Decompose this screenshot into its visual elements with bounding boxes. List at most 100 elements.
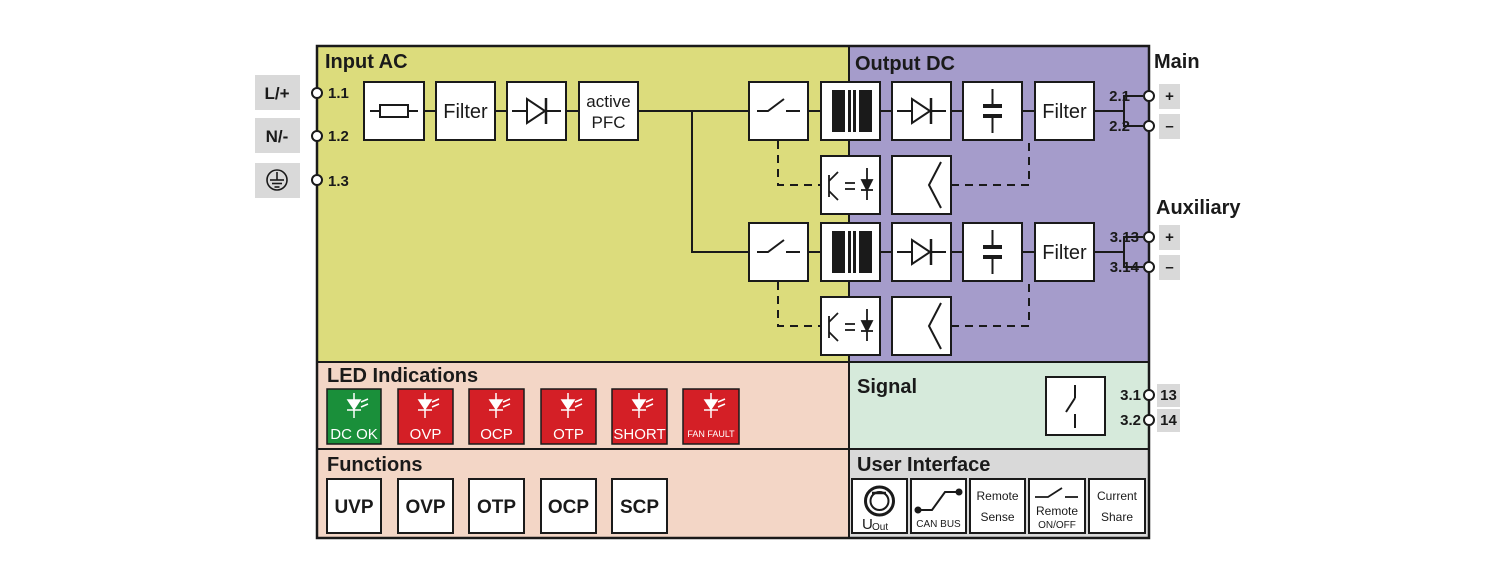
led-otp-label: OTP [553, 426, 584, 443]
terminal-1-2 [311, 130, 323, 142]
tag-main-plus [1159, 84, 1180, 109]
tag-l-plus [255, 75, 300, 110]
main-controller-block [891, 155, 952, 215]
pin-3-2: 3.2 [1120, 412, 1141, 429]
pin-1-1: 1.1 [328, 85, 349, 102]
pin-3-14: 3.14 [1110, 259, 1140, 276]
ui-current-share-line1: Current [1097, 489, 1138, 503]
aux-output-filter-label: Filter [1042, 242, 1087, 264]
aux-output-filter-block: Filter [1034, 222, 1095, 282]
aux-transformer-block [820, 222, 881, 282]
switch-icon [757, 98, 800, 112]
ui-remote-sense-line2: Sense [980, 510, 1014, 524]
aux-diode-block [891, 222, 952, 282]
pin-1-3: 1.3 [328, 173, 349, 190]
tag-n-minus [255, 118, 300, 153]
terminal-3-2 [1143, 414, 1155, 426]
pfc-label-line2: PFC [592, 113, 626, 132]
switch-icon [1035, 487, 1078, 498]
led-ovp: OVP [397, 388, 454, 445]
terminal-2-2 [1143, 120, 1155, 132]
ground-symbol-icon [266, 169, 288, 191]
input-ac-title: Input AC [325, 51, 408, 73]
user-interface-title: User Interface [857, 454, 990, 476]
led-short: SHORT [611, 388, 668, 445]
ui-can-bus-label: CAN BUS [916, 519, 961, 530]
transformer-icon [832, 231, 872, 273]
ui-remote-sense-line1: Remote [976, 489, 1018, 503]
input-filter-block: Filter [435, 81, 496, 141]
tag-main-plus-label: + [1165, 88, 1174, 105]
can-bus-icon [914, 488, 963, 514]
ui-current-share-line2: Share [1101, 510, 1133, 524]
main-switch-block [748, 81, 809, 141]
tag-aux-plus-label: + [1165, 229, 1174, 246]
tag-14 [1157, 409, 1180, 432]
main-capacitor-block [962, 81, 1023, 141]
led-otp: OTP [540, 388, 597, 445]
led-fan-fault-label: FAN FAULT [687, 429, 735, 439]
terminal-3-1 [1143, 389, 1155, 401]
functions-title: Functions [327, 454, 423, 476]
tag-13-label: 13 [1160, 387, 1177, 404]
signal-title: Signal [857, 376, 917, 398]
potentiometer-icon [864, 485, 895, 517]
aux-optocoupler-block [820, 296, 881, 356]
ui-remote-onoff-line1: Remote [1036, 504, 1078, 518]
ui-remote-onoff-line2: ON/OFF [1038, 520, 1076, 531]
tag-l-plus-label: L/+ [264, 84, 289, 103]
led-icon [346, 393, 369, 418]
controller-icon [927, 302, 942, 350]
capacitor-icon [983, 230, 1002, 274]
led-icon [488, 393, 511, 418]
controller-icon [927, 161, 942, 209]
main-optocoupler-block [820, 155, 881, 215]
function-ocp: OCP [540, 478, 597, 534]
switch-icon [757, 239, 800, 253]
function-ovp: OVP [397, 478, 454, 534]
main-output-filter-block: Filter [1034, 81, 1095, 141]
function-otp: OTP [468, 478, 525, 534]
led-dc-ok: DC OK [326, 388, 382, 445]
main-output-filter-label: Filter [1042, 101, 1087, 123]
diode-icon [897, 97, 946, 125]
function-scp-label: SCP [620, 497, 659, 518]
function-scp: SCP [611, 478, 668, 534]
transformer-icon [832, 90, 872, 132]
auxiliary-output-label: Auxiliary [1156, 197, 1241, 219]
pin-2-1: 2.1 [1109, 88, 1130, 105]
fuse-icon [370, 104, 418, 118]
led-short-label: SHORT [613, 426, 665, 443]
optocoupler-icon [828, 309, 874, 342]
tag-main-minus-label: – [1165, 118, 1173, 135]
pin-1-2: 1.2 [328, 128, 349, 145]
capacitor-icon [983, 89, 1002, 133]
led-icon [560, 393, 583, 418]
terminal-3-14 [1143, 261, 1155, 273]
led-ocp-label: OCP [480, 426, 513, 443]
pin-3-1: 3.1 [1120, 387, 1141, 404]
tag-13 [1157, 384, 1180, 407]
aux-capacitor-block [962, 222, 1023, 282]
terminal-1-3 [311, 174, 323, 186]
function-uvp-label: UVP [334, 497, 373, 518]
tag-aux-minus-label: – [1165, 259, 1173, 276]
main-diode-block [891, 81, 952, 141]
led-dc-ok-label: DC OK [330, 426, 378, 443]
optocoupler-icon [828, 168, 874, 201]
led-fan-fault: FAN FAULT [682, 388, 740, 445]
ui-remote-sense: Remote Sense [969, 478, 1026, 534]
led-ovp-label: OVP [410, 426, 442, 443]
tag-main-minus [1159, 114, 1180, 139]
terminal-1-1 [311, 87, 323, 99]
pin-3-13: 3.13 [1110, 229, 1139, 246]
led-icon [631, 393, 654, 418]
rectifier-block [506, 81, 567, 141]
ui-current-share: Current Share [1088, 478, 1146, 534]
aux-controller-block [891, 296, 952, 356]
ui-uout-label: U [862, 516, 873, 533]
aux-switch-block [748, 222, 809, 282]
input-filter-label: Filter [443, 101, 488, 123]
ui-can-bus: CAN BUS [910, 478, 967, 534]
